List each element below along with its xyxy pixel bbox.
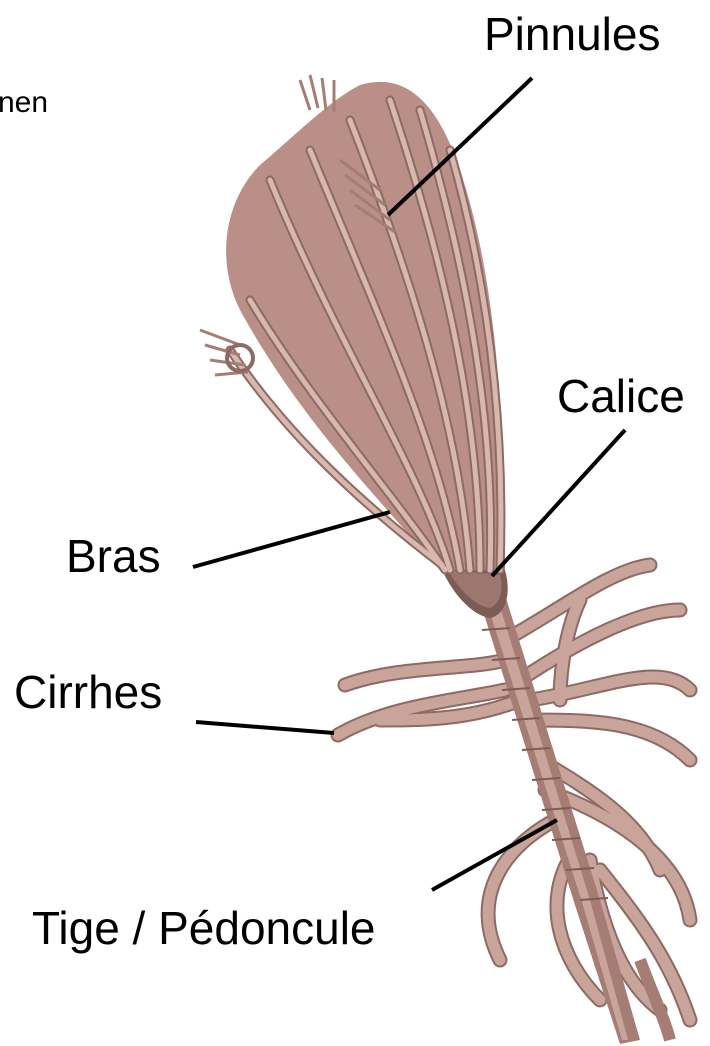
bras-leader-line	[193, 512, 390, 567]
cirrhes-leader-line	[196, 722, 334, 733]
cirrhes-label: Cirrhes	[14, 666, 162, 718]
bras-label: Bras	[66, 530, 161, 582]
calice-label: Calice	[557, 370, 685, 422]
pinnules-label: Pinnules	[484, 8, 660, 60]
calice-leader-line	[492, 430, 625, 576]
crinoid-illustration	[200, 75, 690, 1044]
tige-pedoncule-label: Tige / Pédoncule	[32, 902, 376, 954]
corner-text: nen	[0, 86, 48, 119]
